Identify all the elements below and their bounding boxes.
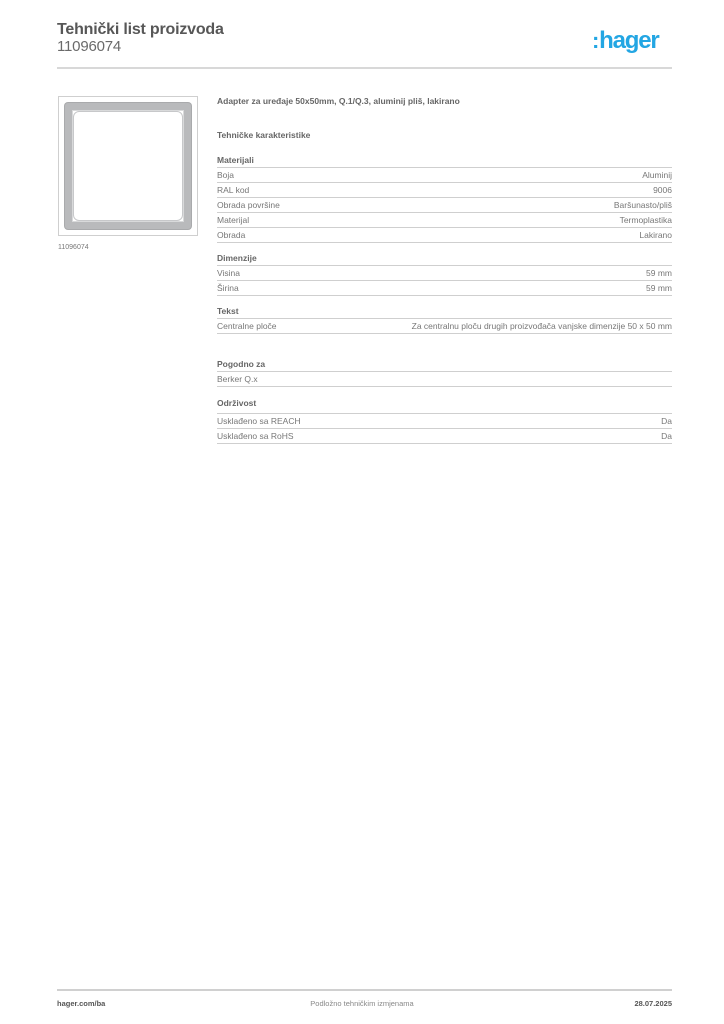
table-row: Berker Q.x [217, 372, 672, 387]
section-heading: Tekst [217, 304, 672, 319]
row-label: Obrada površine [217, 200, 280, 210]
row-label: Visina [217, 268, 240, 278]
characteristics-heading: Tehničke karakteristike [217, 130, 311, 140]
row-value: Aluminij [642, 170, 672, 180]
document-title: Tehnički list proizvoda [57, 21, 224, 38]
table-row: RAL kod 9006 [217, 183, 672, 198]
section-heading: Održivost [217, 396, 672, 414]
footer-date: 28.07.2025 [634, 999, 672, 1008]
row-label: RAL kod [217, 185, 250, 195]
section-tekst: Tekst Centralne ploče Za centralnu ploču … [217, 304, 672, 334]
row-value: Da [661, 431, 672, 441]
row-value: Za centralnu ploču drugih proizvođača va… [411, 321, 672, 331]
row-value: 59 mm [646, 268, 672, 278]
row-label: Materijal [217, 215, 250, 225]
section-heading: Pogodno za [217, 357, 672, 372]
logo-text: hager [599, 27, 660, 54]
product-title: Adapter za uređaje 50x50mm, Q.1/Q.3, alu… [217, 96, 460, 106]
table-row: Materijal Termoplastika [217, 213, 672, 228]
image-caption: 11096074 [58, 244, 89, 251]
row-label: Usklađeno sa REACH [217, 416, 301, 426]
table-row: Usklađeno sa RoHS Da [217, 429, 672, 444]
row-label: Boja [217, 170, 235, 180]
logo-colon-icon: : [592, 28, 599, 53]
adapter-frame-image [65, 103, 191, 229]
product-image [58, 96, 198, 236]
row-value: 9006 [653, 185, 672, 195]
table-row: Širina 59 mm [217, 281, 672, 296]
row-label: Usklađeno sa RoHS [217, 431, 294, 441]
row-value: Baršunasto/pliš [613, 200, 672, 210]
table-row: Boja Aluminij [217, 168, 672, 183]
table-row: Obrada površine Baršunasto/pliš [217, 198, 672, 213]
section-dimenzije: Dimenzije Visina 59 mm Širina 59 mm [217, 251, 672, 296]
section-materijali: Materijali Boja Aluminij RAL kod 9006 Obra… [217, 153, 672, 243]
table-row: Centralne ploče Za centralnu ploču drugih… [217, 319, 672, 334]
hager-logo: :hager [592, 27, 660, 55]
table-row: Obrada Lakirano [217, 228, 672, 243]
row-value: Lakirano [639, 230, 672, 240]
row-label: Širina [217, 283, 239, 293]
row-value: Termoplastika [619, 215, 672, 225]
section-pogodno-za: Pogodno za Berker Q.x [217, 357, 672, 387]
footer-website-link[interactable]: hager.com/ba [57, 999, 106, 1008]
row-value: 59 mm [646, 283, 672, 293]
row-label: Centralne ploče [217, 321, 277, 331]
product-number: 11096074 [57, 38, 122, 55]
section-heading: Dimenzije [217, 251, 672, 266]
table-row: Visina 59 mm [217, 266, 672, 281]
section-odrzivost: Održivost Usklađeno sa REACH Da Usklađeno… [217, 396, 672, 444]
header-divider [57, 67, 672, 69]
row-label: Berker Q.x [217, 374, 258, 384]
table-row: Usklađeno sa REACH Da [217, 414, 672, 429]
row-value: Da [661, 416, 672, 426]
section-heading: Materijali [217, 153, 672, 168]
row-label: Obrada [217, 230, 246, 240]
footer-notice: Podložno tehničkim izmjenama [310, 999, 414, 1008]
footer-divider [57, 989, 672, 991]
